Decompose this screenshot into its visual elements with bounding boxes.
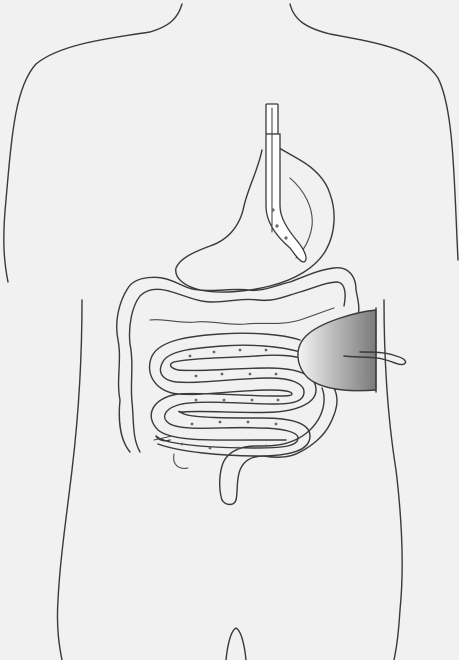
torso-outline-icon — [4, 4, 458, 660]
intestine-marker-dots — [181, 349, 280, 450]
stomach-icon — [176, 146, 334, 292]
nasogastric-tube-icon — [266, 104, 306, 262]
small-intestine-icon — [150, 333, 316, 456]
drainage-bag-icon — [298, 308, 406, 392]
